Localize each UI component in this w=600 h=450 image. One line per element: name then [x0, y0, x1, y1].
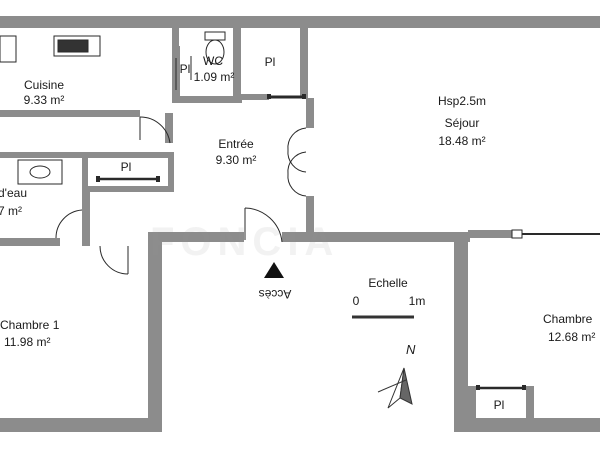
pl-mid-label: Pl [120, 160, 132, 174]
door-salle [55, 209, 83, 239]
wc-area: 1.09 m² [193, 70, 235, 84]
chambre1-area: 11.98 m² [4, 335, 51, 349]
entry-arrow-icon [264, 262, 284, 278]
walls [0, 16, 600, 432]
door-chambre1 [99, 245, 129, 275]
door-kitchen [139, 116, 171, 144]
door-entry [244, 207, 283, 243]
scale-start: 0 [352, 294, 360, 308]
salle-eau-area: 7 m² [0, 204, 22, 218]
sejour-label: Séjour [444, 116, 480, 130]
pl-wc-label: Pl [179, 62, 191, 76]
wc-label: WC [203, 54, 223, 68]
chambre1-label: Chambre 1 [0, 318, 60, 332]
sejour-area: 18.48 m² [438, 134, 486, 148]
scale-title: Echelle [368, 276, 408, 290]
scale-end: 1m [408, 294, 426, 308]
cuisine-area: 9.33 m² [23, 93, 65, 107]
fixtures [0, 31, 600, 390]
toilet-bowl [205, 39, 225, 65]
door-sejour [287, 127, 307, 173]
kitchen-sink [53, 35, 101, 57]
pl-bottom-label: Pl [493, 398, 505, 412]
toilet-tank [204, 31, 226, 41]
north-arrow-icon [377, 367, 413, 409]
stove [0, 35, 17, 63]
cuisine-label: Cuisine [23, 78, 65, 92]
entree-area: 9.30 m² [215, 153, 257, 167]
chambre2-area: 12.68 m² [548, 330, 596, 344]
sejour-height: Hsp2.5m [437, 94, 487, 108]
entree-label: Entrée [218, 137, 254, 151]
bathroom-sink [17, 159, 63, 185]
pl-top-label: Pl [264, 55, 276, 69]
salle-eau-label: d'eau [0, 186, 27, 200]
north-label: N [406, 342, 416, 357]
chambre2-label: Chambre [543, 312, 593, 326]
acces-label: Accès [258, 287, 292, 301]
